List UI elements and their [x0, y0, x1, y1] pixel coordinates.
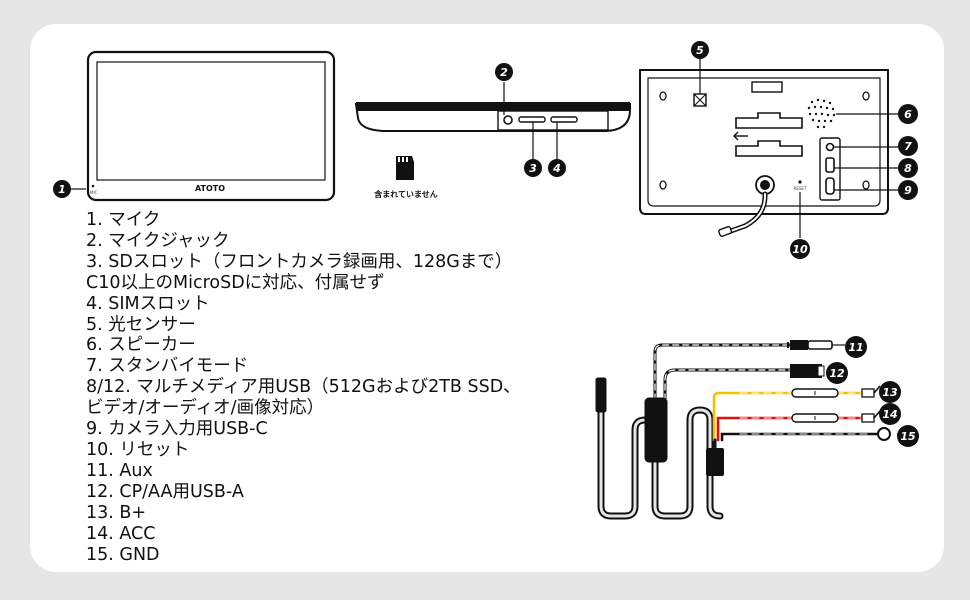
callout-10: 10	[790, 239, 810, 259]
svg-text:5: 5	[696, 44, 704, 57]
mic-label: MIC	[90, 190, 98, 195]
gnd-ring-terminal	[877, 427, 891, 441]
svg-text:4: 4	[552, 162, 561, 175]
legend-item-13: 13. B+	[86, 502, 147, 523]
sim-slot	[550, 116, 578, 123]
legend-item-8-12-cont: ビデオ/オーディオ/画像対応）	[86, 398, 325, 419]
legend-item-11: 11. Aux	[86, 460, 153, 481]
legend-item-14: 14. ACC	[86, 523, 156, 544]
legend-item-12: 12. CP/AA用USB-A	[86, 481, 244, 502]
svg-text:7: 7	[904, 140, 912, 153]
svg-text:15: 15	[900, 430, 916, 443]
side-view	[354, 82, 631, 160]
reset-hole	[798, 180, 802, 184]
callout-1: 1	[53, 180, 86, 198]
legend-item-2: 2. マイクジャック	[86, 230, 230, 251]
reset-label: RESET	[794, 186, 807, 191]
callout-9: 9	[898, 180, 918, 200]
brand-logo: ATOTO	[195, 184, 225, 193]
callout-7: 7	[898, 136, 918, 156]
aux-connector	[787, 340, 833, 350]
callout-12: 12	[826, 362, 848, 384]
parts-legend: 1. マイク 2. マイクジャック 3. SDスロット（フロントカメラ録画用、1…	[86, 210, 586, 565]
microsd-card-icon	[396, 156, 414, 180]
legend-item-6: 6. スピーカー	[86, 335, 196, 356]
legend-item-7: 7. スタンバイモード	[86, 356, 249, 377]
inline-fuse-acc	[791, 413, 839, 423]
legend-item-3: 3. SDスロット（フロントカメラ録画用、128Gまで）	[86, 251, 513, 272]
callout-15: 15	[897, 425, 919, 447]
callout-11: 11	[832, 336, 867, 358]
inline-fuse-bplus	[791, 388, 839, 398]
legend-item-3-note: C10以上のMicroSDに対応、付属せず	[86, 272, 385, 293]
callout-6: 6	[898, 104, 918, 124]
standby-button	[825, 142, 835, 152]
sd-card-note: 含まれていません	[374, 189, 438, 199]
svg-text:10: 10	[792, 243, 808, 256]
callout-8: 8	[898, 158, 918, 178]
svg-text:3: 3	[529, 162, 537, 175]
callout-4: 4	[548, 159, 566, 177]
svg-text:11: 11	[848, 341, 863, 354]
callout-14: 14	[879, 403, 901, 425]
legend-item-5: 5. 光センサー	[86, 314, 196, 335]
svg-text:14: 14	[882, 408, 897, 421]
callout-13: 13	[879, 381, 901, 403]
callout-3: 3	[524, 159, 542, 177]
mic-jack	[503, 115, 513, 125]
usb-a-connector	[790, 364, 825, 378]
acc-terminal	[861, 410, 881, 423]
svg-text:8: 8	[904, 162, 912, 175]
svg-text:2: 2	[500, 66, 508, 79]
callout-5: 5	[691, 41, 709, 59]
svg-text:6: 6	[904, 108, 912, 121]
bplus-terminal	[861, 385, 881, 398]
svg-text:13: 13	[882, 386, 898, 399]
svg-text:12: 12	[829, 367, 845, 380]
legend-item-4: 4. SIMスロット	[86, 293, 210, 314]
legend-item-8-12: 8/12. マルチメディア用USB（512Gおよび2TB SSD、	[86, 377, 521, 398]
mic-hole	[91, 184, 95, 188]
usb-port	[825, 157, 835, 173]
svg-text:9: 9	[904, 184, 912, 197]
rear-view: RESET	[639, 58, 898, 238]
front-view: ATOTO MIC	[86, 50, 336, 202]
sd-slot	[518, 116, 546, 123]
speaker-grille	[807, 98, 836, 129]
legend-item-1: 1. マイク	[86, 210, 161, 230]
legend-item-9: 9. カメラ入力用USB-C	[86, 419, 268, 440]
usbc-port	[825, 177, 835, 195]
legend-item-10: 10. リセット	[86, 439, 190, 460]
svg-text:1: 1	[58, 183, 66, 196]
callout-2: 2	[495, 63, 513, 81]
legend-item-15: 15. GND	[86, 544, 160, 565]
